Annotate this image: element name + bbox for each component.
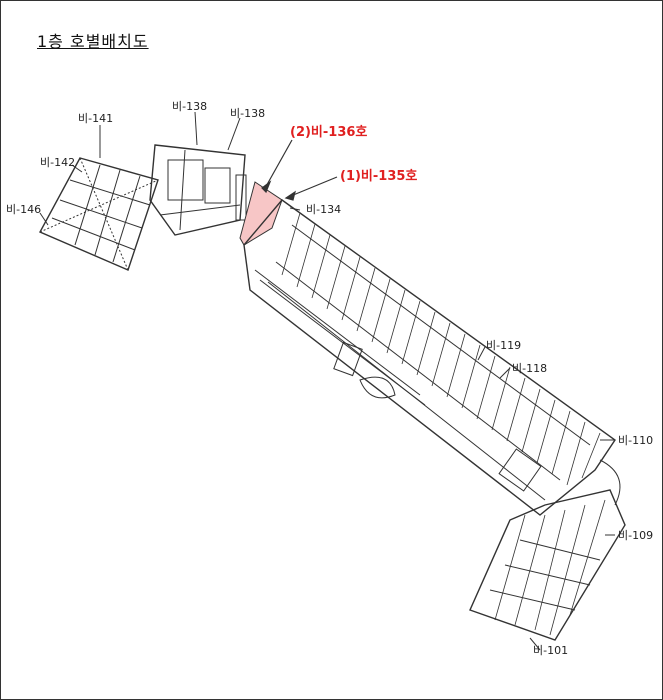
label-b138-b: 비-138 bbox=[230, 107, 265, 120]
label-b134: 비-134 bbox=[306, 203, 341, 216]
label-b142: 비-142 bbox=[40, 156, 75, 169]
leader-lines bbox=[39, 111, 615, 651]
page-title: 1층 호별배치도 bbox=[37, 32, 149, 51]
label-b118: 비-118 bbox=[512, 362, 547, 375]
label-b101: 비-101 bbox=[533, 644, 568, 657]
highlight-leaders bbox=[261, 139, 338, 201]
left-wing bbox=[39, 157, 159, 271]
label-b109: 비-109 bbox=[618, 529, 653, 542]
label-b110: 비-110 bbox=[618, 434, 653, 447]
highlight-label-135: (1)비-135호 bbox=[340, 169, 417, 184]
highlight-label-136: (2)비-136호 bbox=[290, 125, 367, 140]
lower-wing bbox=[469, 448, 626, 641]
label-b119: 비-119 bbox=[486, 339, 521, 352]
label-b138-a: 비-138 bbox=[172, 100, 207, 113]
label-b141: 비-141 bbox=[78, 112, 113, 125]
label-b146: 비-146 bbox=[6, 203, 41, 216]
unit-136-highlight[interactable] bbox=[239, 181, 283, 246]
main-wing bbox=[243, 199, 616, 516]
core-block bbox=[149, 144, 247, 236]
